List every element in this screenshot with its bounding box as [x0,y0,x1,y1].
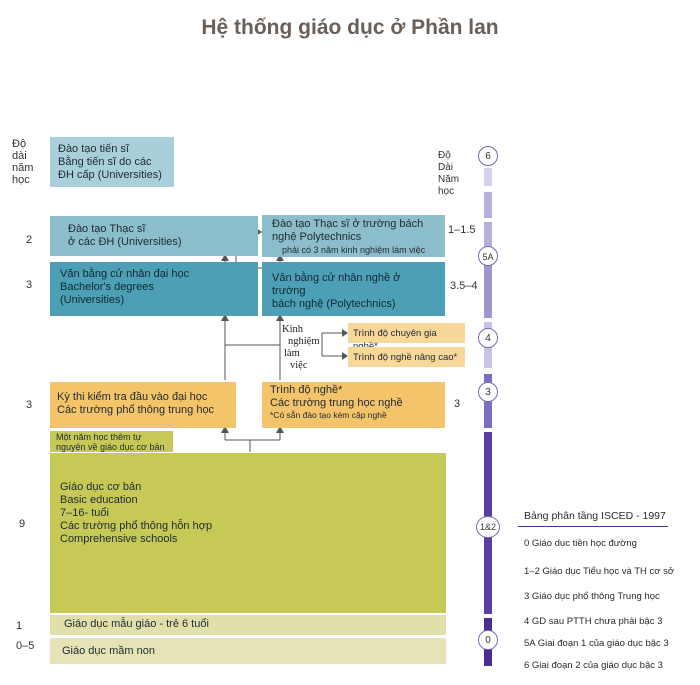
isced-level-0: 0 [478,630,498,650]
legend-item: 6 Giai đoạn 2 của giáo dục bậc 3 [524,660,663,671]
legend-item: 4 GD sau PTTH chưa phải bậc 3 [524,616,663,627]
isced-level-5a: 5A [478,246,498,266]
specialist-vocational-box: Trình độ chuyên gia nghề* [348,323,465,352]
page-title: Hệ thống giáo dục ở Phần lan [201,16,499,39]
years-bachelor: 3 [26,279,33,291]
masters-polytechnic-box: Đào tạo Thạc sĩ ở trường bách nghệ Polyt… [262,215,445,257]
upper-secondary-box: Kỳ thi kiểm tra đầu vào đại học Các trườ… [50,382,236,428]
side-label-left: Độ dài năm học [12,138,34,186]
years-basic: 9 [19,518,26,530]
masters-university-box: Đào tạo Thạc sĩ ở các ĐH (Universities) [50,216,258,256]
side-label-right: Độ Dài Năm học [438,150,460,197]
isced-bar-segment [484,192,492,218]
legend-title: Bảng phân tầng ISCED - 1997 [524,510,666,522]
years-vocational: 3 [454,398,461,410]
bachelor-university-box: Văn bằng cử nhân đại học Bachelor's degr… [50,262,258,316]
doctoral-box: Đào tạo tiến sĩ Bằng tiến sĩ do các ĐH c… [50,137,174,187]
vocational-box: Trình độ nghề* Các trường trung học nghề… [262,382,445,428]
years-masters-poly: 1–1.5 [448,224,476,236]
legend-item: 5A Giai đoạn 1 của giáo dục bậc 3 [524,638,669,649]
legend-divider [518,526,668,527]
legend-item: 3 Giáo dục phổ thông Trung học [524,591,660,602]
extra-year-box: Một năm học thêm tự nguyện về giáo dục c… [50,431,173,452]
years-bachelor-poly: 3.5–4 [450,280,478,292]
years-preschool: 1 [16,620,23,632]
isced-level-3: 3 [478,382,498,402]
isced-level-4: 4 [478,328,498,348]
work-experience-label: Kinh nghiệm làm việc [282,324,320,371]
kindergarten-box: Giáo dục mầm non [50,638,446,664]
preschool-box: Giáo dục mẫu giáo - trẻ 6 tuổi [50,615,446,635]
isced-bar-segment [484,168,492,186]
advanced-vocational-box: Trình độ nghề nâng cao* [348,347,465,367]
isced-level-6: 6 [478,146,498,166]
isced-level-1-2: 1&2 [476,516,500,538]
years-upper-secondary: 3 [26,399,33,411]
bachelor-polytechnic-box: Văn bằng cử nhân nghề ở trường bách nghệ… [262,262,445,316]
basic-education-box: Giáo dục cơ bản Basic education 7–16- tu… [50,453,446,613]
legend-item: 1–2 Giáo dục Tiểu học và TH cơ sở [524,566,675,577]
isced-bar-segment [484,262,492,318]
isced-bar-segment [484,222,492,252]
legend-item: 0 Giáo dục tiền học đường [524,538,637,549]
years-masters: 2 [26,234,33,246]
years-kindergarten: 0–5 [16,640,35,652]
